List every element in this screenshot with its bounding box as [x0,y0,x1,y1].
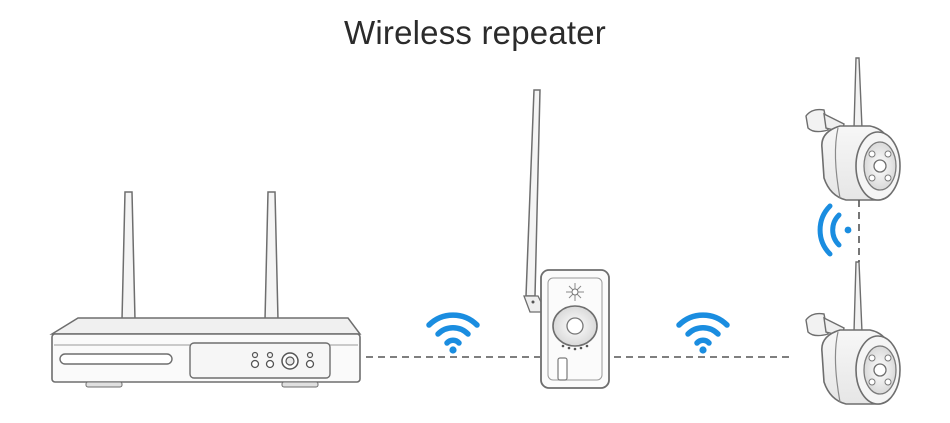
bullet-camera-icon [805,261,901,405]
wifi-signal-icon [429,315,477,354]
diagram-title: Wireless repeater [344,14,606,51]
nvr-recorder-icon [49,191,362,388]
wifi-signal-icon [679,315,727,354]
wireless-repeater-icon [523,89,610,389]
wifi-signal-icon [817,203,852,257]
bullet-camera-icon [805,57,901,201]
